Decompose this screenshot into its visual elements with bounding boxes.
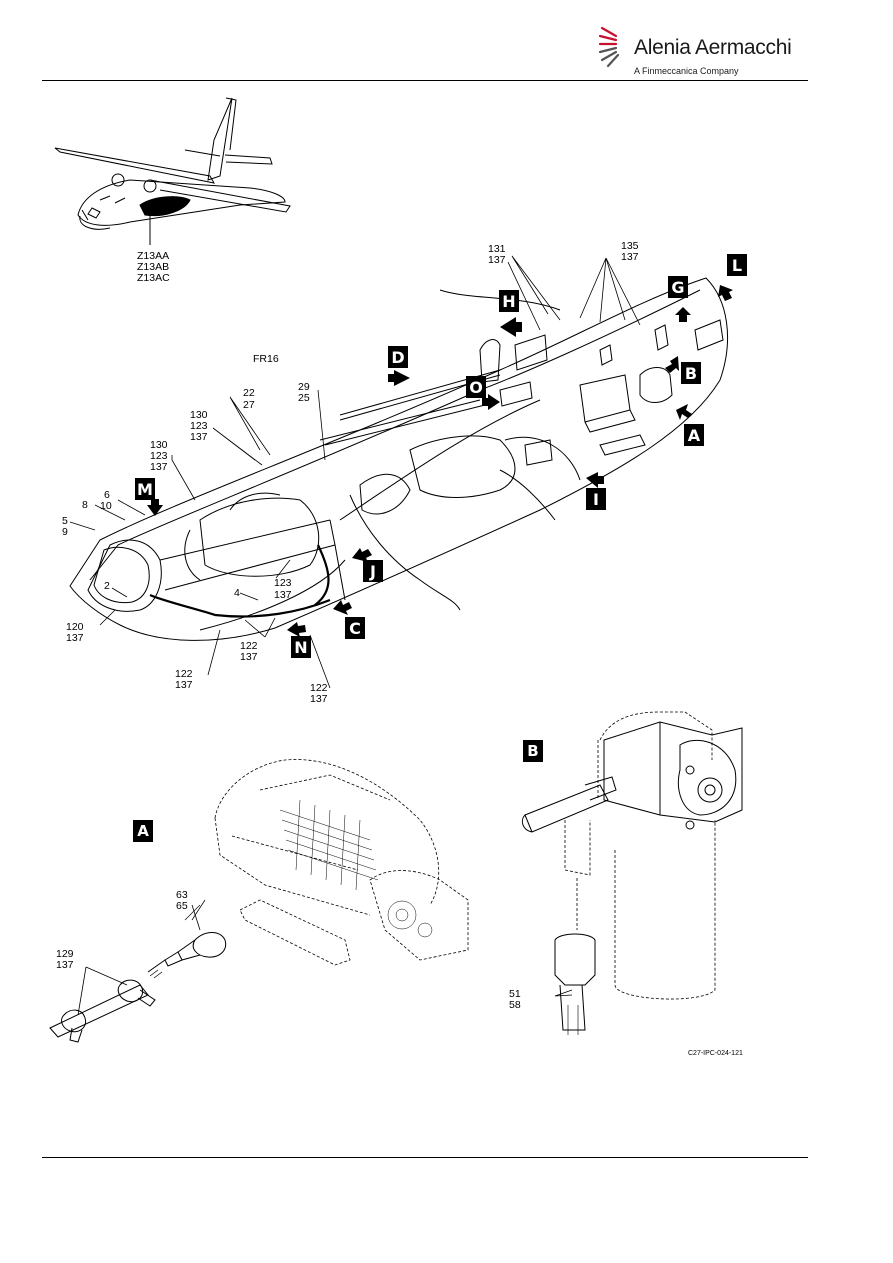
callout-g: G [668, 276, 688, 298]
item-ref: 22 [243, 387, 255, 399]
item-ref: 135 [621, 240, 639, 252]
detail-a-fins [279, 799, 433, 938]
callout-h: H [499, 290, 519, 312]
item-ref: 130 [150, 439, 168, 451]
item-ref: 137 [56, 959, 74, 971]
item-ref: 137 [66, 632, 84, 644]
company-name: Alenia Aermacchi [634, 36, 792, 59]
item-ref: 137 [488, 254, 506, 266]
callout-o: O [466, 376, 486, 398]
company-logo: Alenia Aermacchi A Finmeccanica Company [596, 22, 796, 82]
item-ref: 29 [298, 381, 310, 393]
header-rule [42, 80, 808, 81]
item-ref: 4 [234, 587, 240, 599]
callout-j: J [363, 560, 383, 582]
callout-i: I [586, 488, 606, 510]
zone-label: Z13AC [137, 272, 170, 284]
fuselage-drawing [69, 277, 729, 641]
item-ref: 120 [66, 621, 84, 633]
item-ref: 123 [150, 450, 168, 462]
item-ref: 137 [621, 251, 639, 263]
item-ref: 123 [190, 420, 208, 432]
frame-label: FR16 [253, 353, 279, 365]
aircraft-locator-drawing [54, 97, 291, 230]
item-ref: 9 [62, 526, 68, 538]
item-ref: 2 [104, 580, 110, 592]
figure-reference: C27-IPC-024-121 [688, 1050, 743, 1057]
callout-arrows [147, 285, 733, 637]
item-ref: 137 [310, 693, 328, 705]
item-ref: 129 [56, 948, 74, 960]
item-ref: 137 [240, 651, 258, 663]
detail-b-drawing [564, 711, 716, 1000]
item-ref: 122 [310, 682, 328, 694]
callout-m: M [135, 478, 155, 500]
callout-a: A [684, 424, 704, 446]
zone-label: Z13AB [137, 261, 170, 273]
item-ref: 10 [100, 500, 112, 512]
footer-rule [42, 1157, 808, 1158]
item-ref: 58 [509, 999, 521, 1011]
item-ref: 8 [82, 499, 88, 511]
item-ref: 65 [176, 900, 188, 912]
item-ref: 131 [488, 243, 506, 255]
item-ref: 137 [274, 589, 292, 601]
callout-b: B [681, 362, 701, 384]
item-ref: 137 [175, 679, 193, 691]
item-ref: 51 [509, 988, 521, 1000]
item-ref: 130 [190, 409, 208, 421]
item-ref: 5 [62, 515, 68, 527]
item-ref: 6 [104, 489, 110, 501]
item-ref: 122 [175, 668, 193, 680]
detail-b-body [521, 721, 743, 1035]
item-ref: 137 [150, 461, 168, 473]
callout-n: N [291, 636, 311, 658]
detail-a-label: A [133, 820, 153, 842]
detail-a-connector [49, 899, 227, 1043]
item-ref: 25 [298, 392, 310, 404]
callout-d: D [388, 346, 408, 368]
item-ref: 63 [176, 889, 188, 901]
item-ref: 27 [243, 399, 255, 411]
callout-l: L [727, 254, 747, 276]
callout-c: C [345, 617, 365, 639]
item-ref: 137 [190, 431, 208, 443]
company-tagline: A Finmeccanica Company [634, 66, 739, 76]
brand-mark-icon [598, 26, 620, 68]
leader-lines [69, 255, 641, 689]
detail-b-label: B [523, 740, 543, 762]
zone-label: Z13AA [137, 250, 170, 262]
item-ref: 123 [274, 577, 292, 589]
detail-a-drawing [214, 759, 469, 966]
item-ref: 122 [240, 640, 258, 652]
